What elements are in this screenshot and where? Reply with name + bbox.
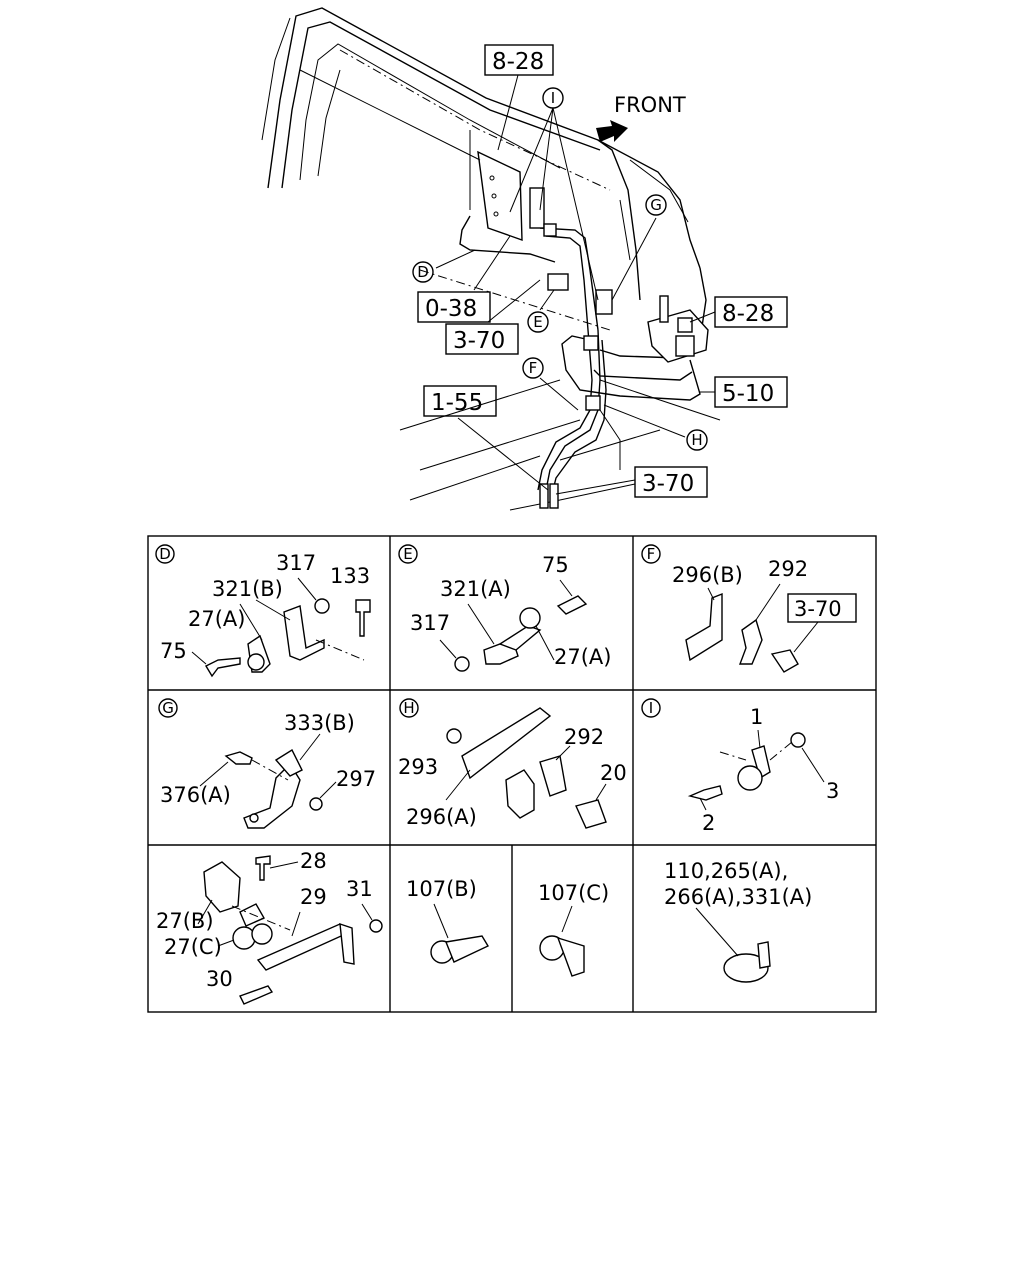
brake-pipes [459,187,701,509]
front-label: FRONT [614,93,686,117]
svg-text:133: 133 [330,564,370,588]
main-view: FRONT 8-28 8-28 [261,7,788,511]
svg-text:27(C): 27(C) [164,935,222,959]
svg-text:H: H [403,699,414,717]
svg-text:E: E [533,313,542,331]
callout-D[interactable]: D [412,261,434,283]
svg-text:27(A): 27(A) [188,607,245,631]
svg-text:D: D [159,545,171,563]
svg-text:296(A): 296(A) [406,805,477,829]
svg-text:110,265(A),: 110,265(A), [664,859,788,883]
svg-text:376(A): 376(A) [160,783,231,807]
svg-text:F: F [529,359,538,377]
svg-text:321(B): 321(B) [212,577,283,601]
panel-row3-d: 110,265(A), 266(A),331(A) [664,859,812,983]
svg-text:297: 297 [336,767,376,791]
svg-text:75: 75 [160,639,187,663]
panel-I: I 1 3 2 [641,698,839,835]
svg-text:30: 30 [206,967,233,991]
callout-I[interactable]: I [542,87,564,109]
svg-text:292: 292 [564,725,604,749]
svg-text:E: E [403,545,412,563]
callout-G[interactable]: G [645,194,667,216]
panel-D: D 317 133 321(B) 27(A) 75 [155,544,371,678]
svg-text:27(A): 27(A) [554,645,611,669]
svg-text:266(A),331(A): 266(A),331(A) [664,885,812,909]
svg-text:H: H [691,431,702,449]
svg-text:I: I [649,699,653,717]
svg-text:107(C): 107(C) [538,881,609,905]
ref-box-155[interactable]: 1-55 [423,385,497,417]
svg-text:G: G [650,196,662,214]
svg-text:3: 3 [826,779,839,803]
svg-text:G: G [162,699,174,717]
valve-assembly [647,295,709,363]
panel-F: F 296(B) 292 3-70 [641,544,857,673]
svg-text:107(B): 107(B) [406,877,477,901]
svg-text:0-38: 0-38 [425,296,477,322]
svg-text:2: 2 [702,811,715,835]
panel-row3-a: 28 29 31 27(B) 27(C) 30 [156,849,383,1005]
panel-row3-b: 107(B) [406,877,489,964]
svg-text:D: D [417,263,429,281]
ref-box-828-right[interactable]: 8-28 [714,296,788,328]
ref-box-038[interactable]: 0-38 [417,291,491,323]
panel-E: E 75 321(A) 317 27(A) [398,544,611,672]
panel-G: G 333(B) 297 376(A) [158,698,376,829]
ref-box-828-top[interactable]: 8-28 [484,44,554,76]
callout-H[interactable]: H [686,429,708,451]
svg-text:8-28: 8-28 [722,301,774,327]
detail-grid [147,535,877,1013]
ref-box-370-a[interactable]: 3-70 [445,323,519,355]
svg-text:I: I [551,89,555,107]
svg-text:296(B): 296(B) [672,563,743,587]
svg-text:333(B): 333(B) [284,711,355,735]
svg-text:1-55: 1-55 [431,390,483,416]
svg-text:1: 1 [750,705,763,729]
svg-text:3-70: 3-70 [453,328,505,354]
svg-text:5-10: 5-10 [722,381,774,407]
svg-text:317: 317 [276,551,316,575]
svg-text:75: 75 [542,553,569,577]
svg-text:29: 29 [300,885,327,909]
panel-row3-c: 107(C) [538,881,609,977]
callout-E[interactable]: E [527,311,549,333]
svg-text:321(A): 321(A) [440,577,511,601]
cab-frame [261,7,721,511]
leader-lines [435,74,716,501]
callout-F[interactable]: F [522,357,544,379]
svg-text:F: F [647,545,656,563]
svg-text:292: 292 [768,557,808,581]
svg-text:3-70: 3-70 [794,597,842,621]
svg-text:293: 293 [398,755,438,779]
svg-text:317: 317 [410,611,450,635]
panel-H: H 292 293 20 296(A) [398,698,627,829]
svg-text:3-70: 3-70 [642,471,694,497]
svg-text:28: 28 [300,849,327,873]
front-arrow [596,120,628,142]
svg-text:31: 31 [346,877,373,901]
ref-box-370-b[interactable]: 3-70 [634,466,708,498]
ref-box-510[interactable]: 5-10 [714,376,788,408]
svg-text:20: 20 [600,761,627,785]
svg-text:8-28: 8-28 [492,49,544,75]
